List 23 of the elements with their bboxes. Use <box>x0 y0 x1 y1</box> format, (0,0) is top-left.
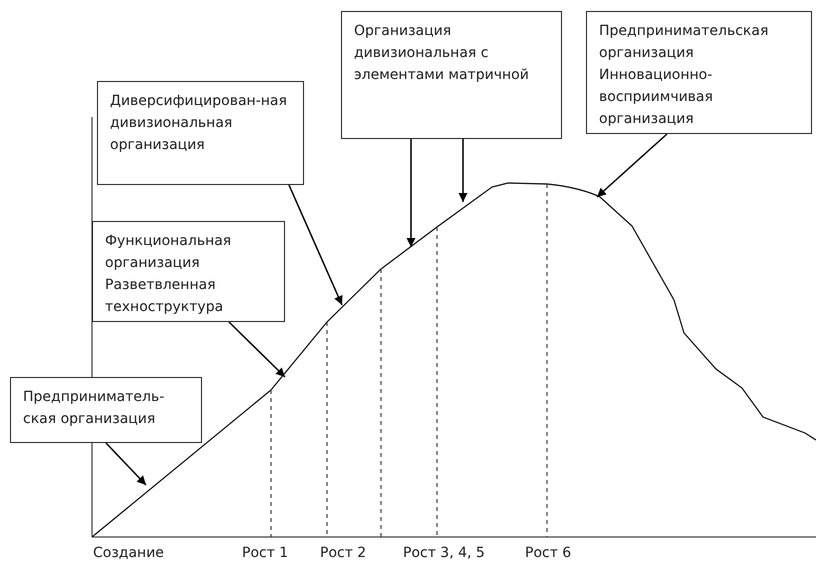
stage-text: Разветвленная техноструктура <box>105 276 224 317</box>
stage-text: Организация дивизиональная с элементами матричной <box>354 22 530 85</box>
arrow <box>406 139 416 247</box>
arrow <box>105 442 147 486</box>
stage-text: Инновационно-восприимчивая организация <box>599 66 714 129</box>
arrow <box>458 139 468 202</box>
stage-text: Предпринимательская организация <box>599 22 770 63</box>
stage-text: Функциональная организация <box>105 232 232 273</box>
stage-box <box>586 11 812 134</box>
stage-text: Диверсифицирован-ная дивизиональная организация <box>110 92 288 155</box>
stage-box <box>97 81 304 185</box>
axis-label: Рост 3, 4, 5 <box>403 545 485 561</box>
arrow <box>288 184 343 306</box>
axis-label: Рост 6 <box>525 545 572 561</box>
axis-label: Рост 2 <box>320 545 366 561</box>
arrow <box>596 133 668 198</box>
stage-text: Предприниматель-ская организация <box>23 388 166 429</box>
stage-box <box>92 221 285 322</box>
axis-label: Создание <box>93 545 164 561</box>
axis-label: Рост 1 <box>242 545 288 561</box>
arrow <box>228 321 286 378</box>
stage-box <box>341 11 562 139</box>
stage-box <box>10 377 202 443</box>
